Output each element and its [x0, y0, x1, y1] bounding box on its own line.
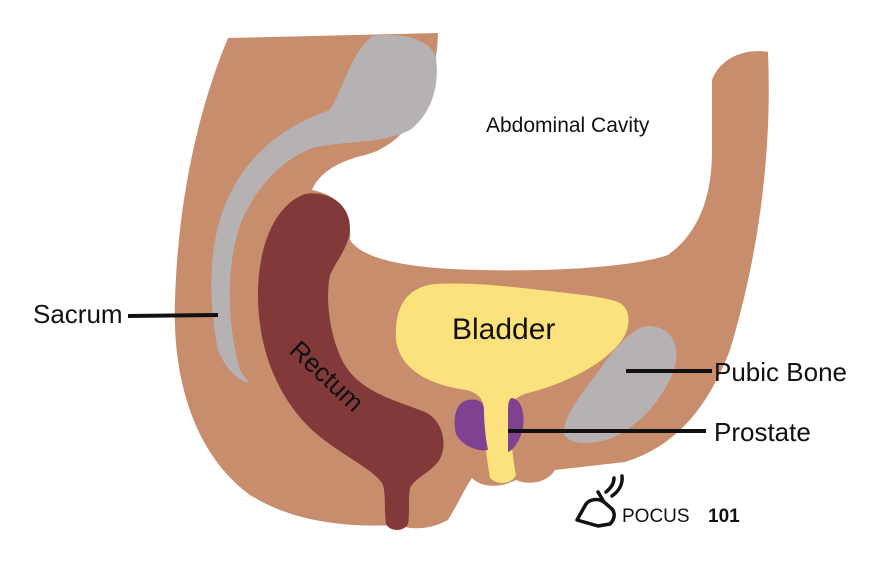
sacrum-leader-line	[127, 313, 219, 318]
pocus-logo-brand: POCUS	[622, 506, 690, 527]
prostate-label: Prostate	[714, 417, 811, 447]
pubic-bone	[563, 326, 677, 443]
pubic-bone-label: Pubic Bone	[714, 357, 847, 387]
bladder-label: Bladder	[452, 313, 555, 346]
sacrum-bone	[211, 35, 437, 383]
pocus-logo: POCUS 101	[575, 474, 740, 528]
bladder-organ	[395, 283, 629, 484]
rectum-organ	[258, 193, 444, 530]
ultrasound-probe-icon	[575, 474, 624, 528]
abdominal-cavity-label: Abdominal Cavity	[486, 114, 650, 137]
pocus-logo-number: 101	[708, 506, 740, 527]
prostate-left-lobe	[454, 399, 488, 451]
sacrum-label: Sacrum	[33, 299, 123, 329]
prostate-right-lobe	[508, 398, 524, 452]
